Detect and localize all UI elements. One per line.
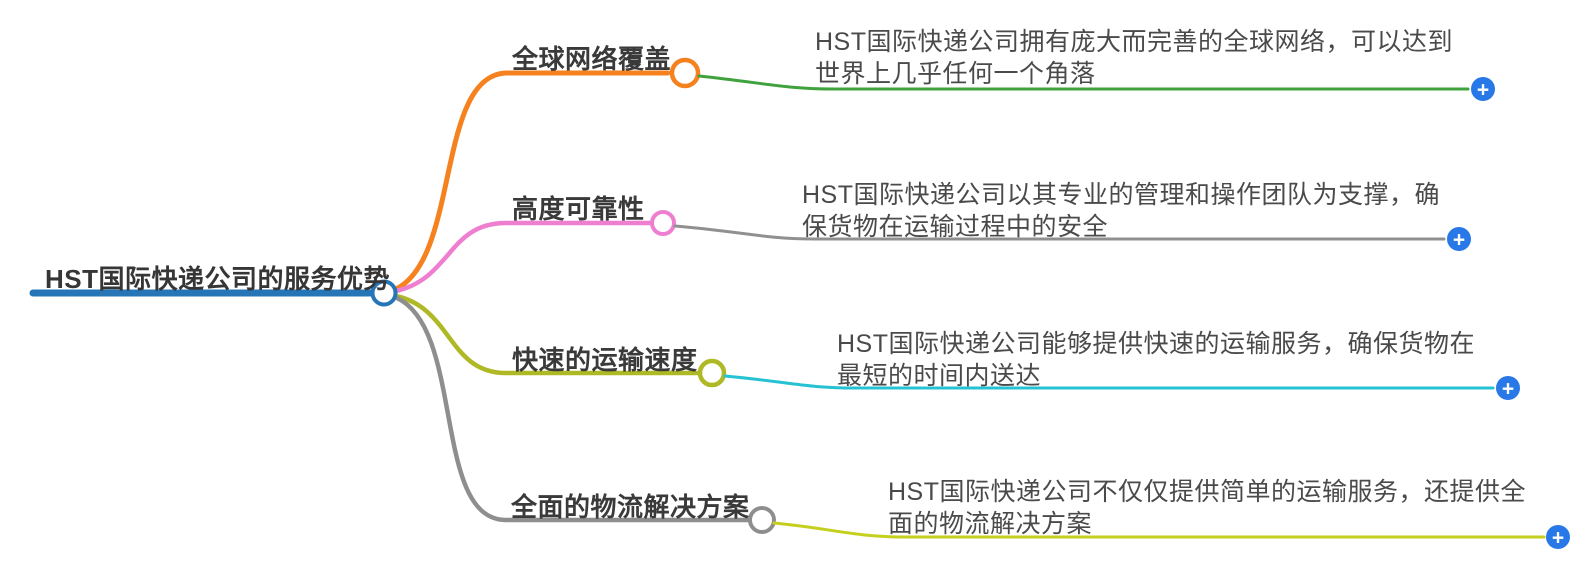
leaf-line-speed [723, 374, 1495, 390]
leaf-detail-reliability[interactable]: HST国际快递公司以其专业的管理和操作团队为支撑，确 保货物在运输过程中的安全 [802, 179, 1440, 243]
leaf-line-global-network [697, 74, 1470, 91]
node-handle-logistics[interactable] [748, 506, 776, 534]
add-child-button-reliability[interactable]: + [1447, 227, 1471, 252]
add-child-button-speed[interactable]: + [1496, 376, 1520, 401]
plus-icon: + [1453, 229, 1465, 252]
plus-icon: + [1552, 527, 1564, 550]
branch-label-global-network[interactable]: 全球网络覆盖 [512, 44, 672, 74]
branch-curve-logistics [394, 295, 752, 523]
root-node-label[interactable]: HST国际快递公司的服务优势 [45, 264, 391, 294]
branch-label-speed[interactable]: 快速的运输速度 [512, 345, 698, 375]
add-child-button-logistics[interactable]: + [1546, 525, 1570, 550]
leaf-detail-line: 保货物在运输过程中的安全 [802, 213, 1109, 241]
plus-icon: + [1502, 378, 1514, 401]
leaf-line-reliability [673, 224, 1446, 241]
leaf-detail-line: HST国际快递公司拥有庞大而完善的全球网络，可以达到 [815, 28, 1454, 56]
leaf-detail-line: 最短的时间内送达 [837, 362, 1042, 390]
leaf-line-logistics [772, 521, 1546, 539]
branch-label-reliability[interactable]: 高度可靠性 [512, 194, 645, 224]
node-handle-global-network[interactable] [669, 57, 701, 89]
plus-icon: + [1477, 79, 1489, 102]
branch-label-logistics[interactable]: 全面的物流解决方案 [511, 492, 750, 522]
leaf-detail-line: HST国际快递公司能够提供快速的运输服务，确保货物在 [837, 330, 1476, 358]
branch-curve-global-network [393, 70, 671, 292]
branch-curve-speed [393, 293, 702, 376]
leaf-detail-speed[interactable]: HST国际快递公司能够提供快速的运输服务，确保货物在 最短的时间内送达 [837, 328, 1475, 392]
add-child-button-global-network[interactable]: + [1471, 77, 1495, 102]
leaf-detail-line: HST国际快递公司以其专业的管理和操作团队为支撑，确 [802, 181, 1441, 209]
leaf-detail-line: 世界上几乎任何一个角落 [815, 60, 1096, 88]
node-handle-reliability[interactable] [650, 210, 676, 236]
node-handle-speed[interactable] [697, 358, 727, 388]
leaf-detail-line: HST国际快递公司不仅仅提供简单的运输服务，还提供全 [888, 478, 1527, 506]
branch-curve-reliability [393, 220, 654, 294]
leaf-detail-logistics[interactable]: HST国际快递公司不仅仅提供简单的运输服务，还提供全 面的物流解决方案 [888, 476, 1526, 540]
leaf-detail-global-network[interactable]: HST国际快递公司拥有庞大而完善的全球网络，可以达到 世界上几乎任何一个角落 [815, 26, 1453, 90]
leaf-detail-line: 面的物流解决方案 [888, 510, 1093, 538]
root-node-handle[interactable] [370, 279, 398, 307]
